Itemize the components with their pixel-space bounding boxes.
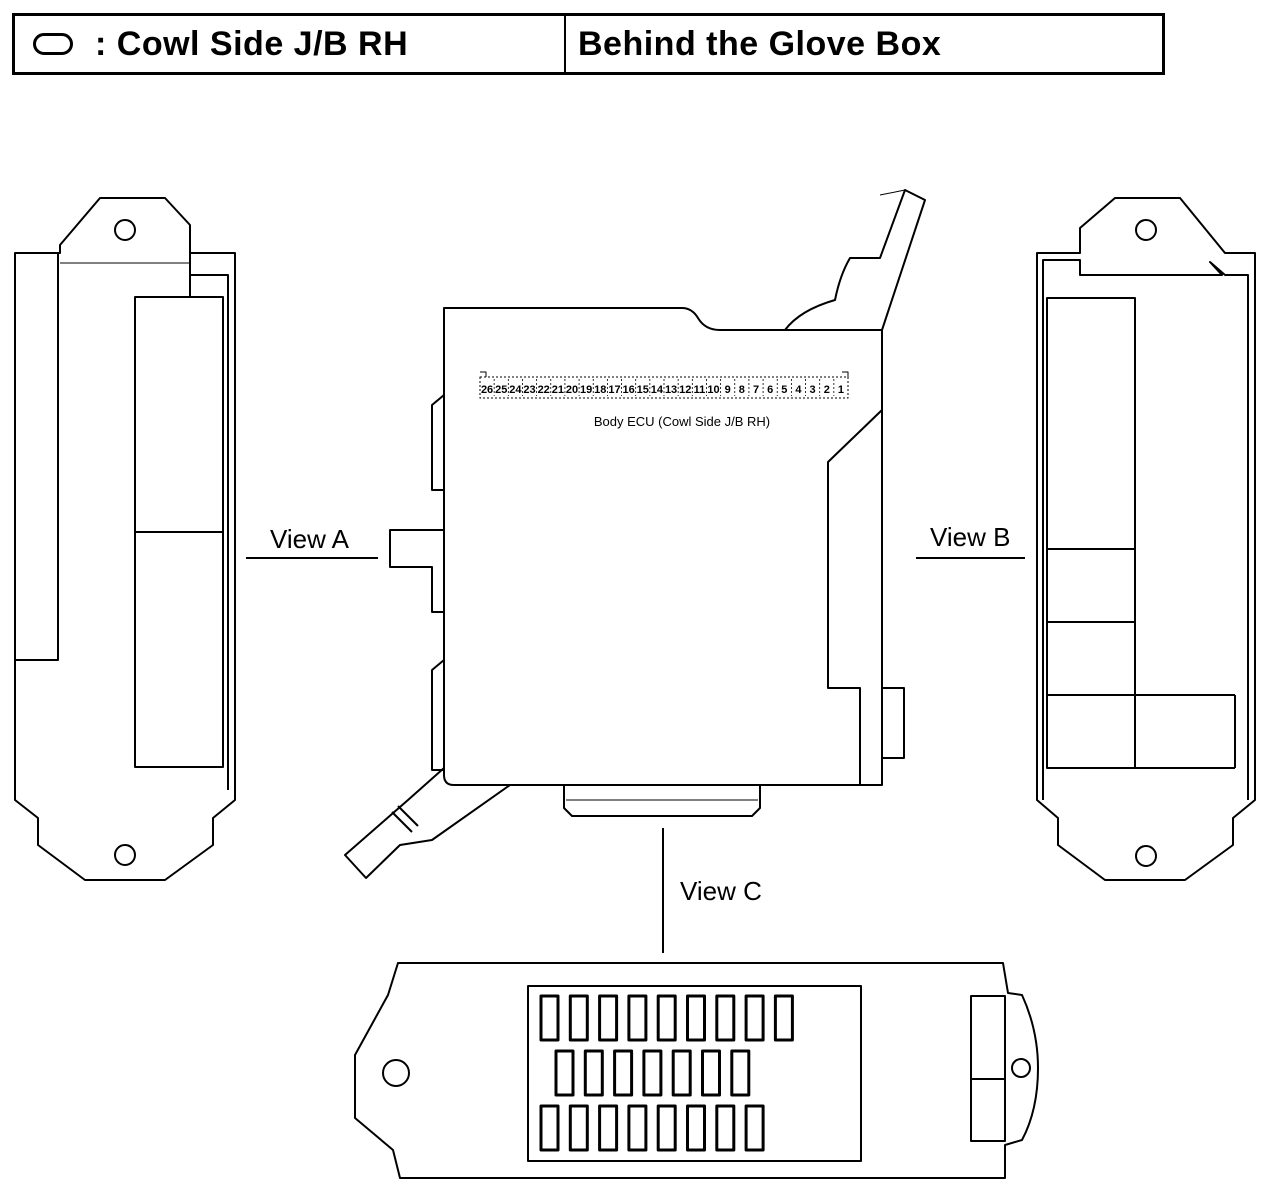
connector-pin-label: 17 — [608, 384, 620, 396]
connector-pin-label: 21 — [552, 384, 564, 396]
connector-pin-label: 16 — [622, 384, 634, 396]
header-title: : Cowl Side J/B RH — [95, 24, 409, 63]
terminal-slot — [656, 1104, 677, 1152]
view-c-label: View C — [680, 876, 762, 906]
connector-pin-label: 19 — [580, 384, 592, 396]
connector-pin-label: 24 — [509, 384, 522, 396]
oval-location-icon — [33, 33, 73, 55]
connector-pin-label: 26 — [481, 384, 493, 396]
terminal-slot — [744, 1104, 765, 1152]
connector-pin-label: 23 — [523, 384, 535, 396]
connector-pin-label: 9 — [725, 384, 731, 396]
location-header: : Cowl Side J/B RH Behind the Glove Box — [12, 13, 1165, 75]
connector-pin-label: 4 — [795, 384, 802, 396]
terminal-slot — [701, 1049, 721, 1097]
connector-pin-label: 10 — [707, 384, 719, 396]
connector-pin-label: 14 — [651, 384, 664, 396]
connector-pin-label: 1 — [838, 384, 844, 396]
terminal-slot — [671, 1049, 692, 1097]
terminal-slot — [686, 994, 706, 1042]
connector-pin-label: 12 — [679, 384, 691, 396]
connector-pin-label: 25 — [495, 384, 507, 396]
connector-pin-label: 7 — [753, 384, 759, 396]
terminal-slot — [686, 1104, 706, 1152]
terminal-slot — [715, 1104, 736, 1152]
terminal-slot — [598, 994, 619, 1042]
header-title-cell: : Cowl Side J/B RH — [15, 16, 566, 72]
terminal-slot — [539, 1104, 560, 1152]
view-a-label: View A — [270, 524, 350, 554]
terminal-slot — [773, 994, 794, 1042]
view-b-panel — [1036, 197, 1256, 881]
terminal-slot — [715, 994, 736, 1042]
view-b-label: View B — [930, 522, 1010, 552]
connector-pin-label: 8 — [739, 384, 745, 396]
terminal-slot — [539, 994, 560, 1042]
component-label: Body ECU (Cowl Side J/B RH) — [594, 414, 770, 429]
terminal-slot — [598, 1104, 619, 1152]
connector-pin-label: 18 — [594, 384, 606, 396]
terminal-slot — [744, 994, 765, 1042]
terminal-slot — [568, 1104, 589, 1152]
header-location: Behind the Glove Box — [578, 24, 942, 63]
view-a-panel — [14, 197, 236, 881]
terminal-slot — [627, 994, 648, 1042]
connector-pin-label: 2 — [824, 384, 830, 396]
view-c-terminal-slots — [539, 994, 794, 1152]
connector-pin-label: 3 — [810, 384, 816, 396]
terminal-slot — [568, 994, 589, 1042]
connector-pin-label: 5 — [781, 384, 787, 396]
connector-pin-label: 13 — [665, 384, 677, 396]
terminal-slot — [613, 1049, 634, 1097]
terminal-slot — [554, 1049, 575, 1097]
terminal-slot — [656, 994, 677, 1042]
connector-pin-label: 22 — [538, 384, 550, 396]
terminal-slot — [583, 1049, 604, 1097]
body-ecu-unit — [344, 189, 926, 879]
header-location-cell: Behind the Glove Box — [566, 16, 1162, 72]
connector-pin-label: 6 — [767, 384, 773, 396]
view-c-panel — [354, 962, 1039, 1179]
connector-pin-label: 15 — [637, 384, 649, 396]
terminal-slot — [627, 1104, 648, 1152]
connector-pin-label: 20 — [566, 384, 578, 396]
terminal-slot — [730, 1049, 751, 1097]
terminal-slot — [642, 1049, 663, 1097]
connector-pin-label: 11 — [694, 384, 706, 396]
